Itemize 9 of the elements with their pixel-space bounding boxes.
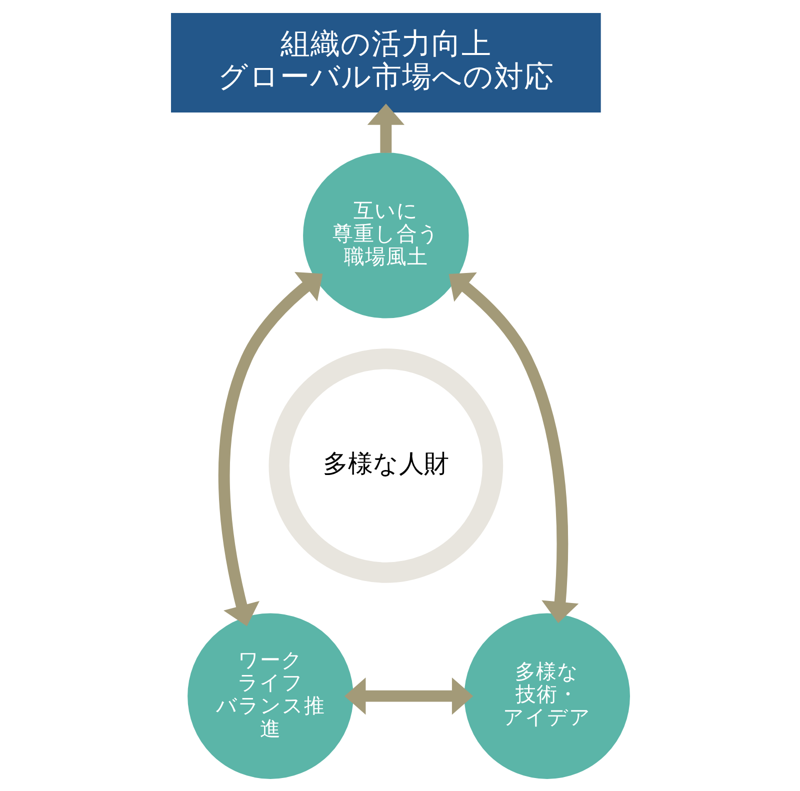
arrow	[218, 272, 322, 626]
node-circle: 多様な技術・アイデア	[464, 612, 630, 778]
arrow	[448, 272, 578, 623]
node-circle: ワークライフバランス推進	[187, 612, 353, 778]
arrow	[366, 103, 404, 152]
arrow	[344, 677, 473, 714]
node-circle: 多様な人財	[268, 348, 503, 582]
node-circle: 互いに尊重し合う職場風土	[302, 152, 468, 318]
node-box: 組織の活力向上 グローバル市場への対応	[170, 12, 600, 112]
